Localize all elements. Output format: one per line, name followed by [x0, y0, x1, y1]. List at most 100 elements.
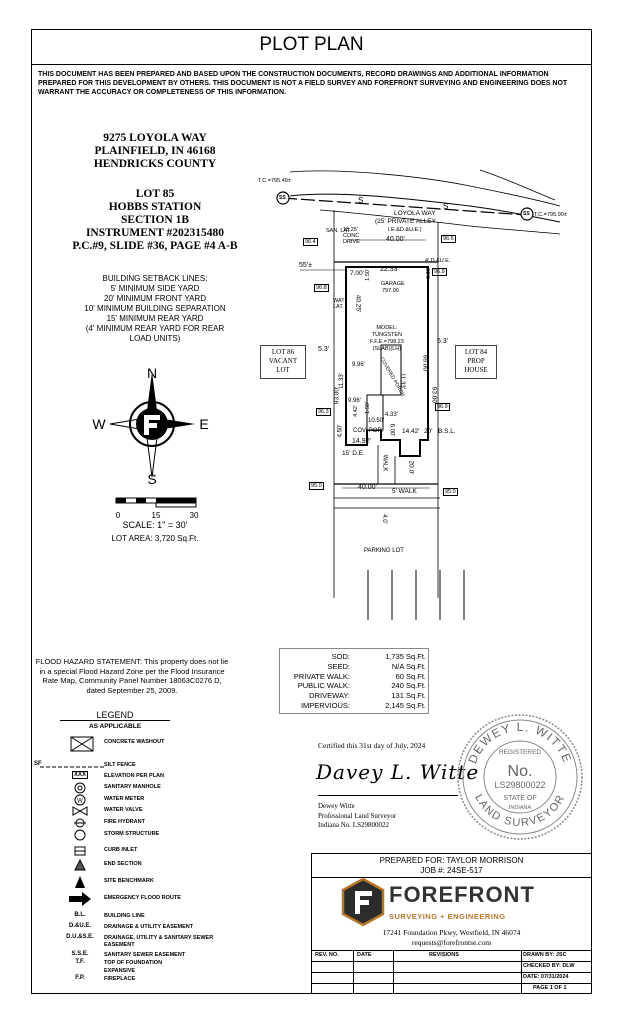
address-line: PLAINFIELD, IN 46168 [94, 145, 216, 157]
legend-label: FIREPLACE [104, 976, 136, 982]
scale-bar: 0 15 30 [115, 497, 199, 520]
lot-box-line: LOT 84 [464, 348, 488, 356]
area-value: 240 Sq.Ft. [391, 681, 426, 691]
covered-porch-outline [380, 344, 402, 396]
prepared-for: PREPARED FOR: TAYLOR MORRISON [379, 856, 524, 865]
compass-logo-icon [144, 415, 160, 435]
elevation-label: 95.0 [309, 482, 324, 490]
revision-table-top [311, 950, 592, 951]
legend-label: DRAINAGE & UTILITY EASEMENT [104, 924, 194, 930]
legend-label: STORM STRUCTURE [104, 831, 160, 837]
seal-registered: REGISTERED [499, 749, 542, 756]
prepared-for-block: PREPARED FOR: TAYLOR MORRISON JOB #: 24S… [311, 856, 592, 876]
company-tagline: SURVEYING + ENGINEERING [389, 912, 506, 921]
silt-fence-line-icon [40, 766, 104, 768]
dimension-label: 14.42' [402, 428, 420, 435]
dimension-label: 93.00' [430, 386, 438, 405]
legend-label: DRAINAGE, UTILITY & SANITARY SEWER EASEM… [104, 935, 214, 948]
storm-structure-icon [74, 829, 86, 841]
emergency-flood-route-icon [69, 892, 91, 906]
garage-elevation: 797.90 [382, 288, 399, 294]
dimension-label: 40.25' [354, 294, 362, 313]
dimension-label: 55'± [299, 262, 312, 269]
revision-table-line [311, 972, 592, 973]
concrete-washout-icon [70, 736, 94, 752]
elevation-label: 96.6 [441, 235, 456, 243]
scale-segment [136, 498, 146, 503]
job-number: JOB #: 24SE-517 [420, 866, 483, 875]
water-meter-icon: W [74, 794, 86, 806]
scale-tick: 30 [190, 511, 199, 520]
tc-left-label: T.C.=795.49± [258, 178, 291, 184]
legend-label: EMERGENCY FLOOD ROUTE [104, 895, 181, 901]
end-section-icon [74, 859, 86, 871]
area-value: 60 Sq.Ft. [395, 671, 426, 681]
legend-item: S.S.E. SANITARY SEWER EASEMENT [60, 949, 240, 963]
alley-easement-label: I.E.&D.&U.E.) [388, 227, 422, 233]
dimension-label: 4.50' [337, 424, 344, 438]
surveyor-name: Dewey Witte [318, 802, 355, 810]
elevation-symbol-icon: XXX [60, 771, 100, 779]
area-row: PRIVATE WALK: 60 Sq.Ft. [280, 672, 428, 682]
legend-item: XXX ELEVATION PER PLAN [60, 770, 240, 784]
area-label: DRIVEWAY: [309, 691, 350, 701]
setback-line: (4' MINIMUM REAR YARD FOR REAR [85, 324, 225, 333]
lot-line: INSTRUMENT #202315480 [85, 227, 225, 239]
date-header: DATE [357, 952, 372, 958]
area-row: SEED:N/A Sq.Ft. [280, 662, 428, 672]
scale-segment [116, 498, 126, 503]
legend-item: STORM STRUCTURE [60, 828, 240, 842]
setback-line: 10' MINIMUM BUILDING SEPARATION [84, 304, 226, 313]
area-summary-table: SOD:1,735 Sq.Ft. SEED:N/A Sq.Ft. PRIVATE… [279, 648, 429, 714]
company-address: 17241 Foundation Pkwy, Westfield, IN 460… [382, 928, 521, 937]
curb-inlet-icon [74, 846, 86, 856]
lot-box-line: VACANT [268, 357, 298, 365]
sanitary-sewer-line [282, 197, 528, 216]
legend-label: SILT FENCE [104, 762, 136, 768]
revision-table-col [521, 950, 522, 994]
dimension-label: 40.00' [386, 236, 405, 243]
legend-label: WATER VALVE [104, 807, 143, 813]
setback-line: BUILDING SETBACK LINES: [102, 274, 208, 283]
area-row: SOD:1,735 Sq.Ft. [280, 652, 428, 662]
house-model-label: MODEL: TUNGSTEN F.F.E.=798.23 (SLAB)(LH) [370, 325, 404, 353]
surveyor-role: Professional Land Surveyor [318, 811, 397, 820]
legend-item: EMERGENCY FLOOD ROUTE [60, 892, 240, 906]
seal-number: LS29800022 [494, 780, 545, 790]
dimension-label: 1.50' [364, 269, 371, 281]
area-row: PUBLIC WALK:240 Sq.Ft. [280, 681, 428, 691]
porch-step-outline [366, 394, 384, 431]
area-value: 1,735 Sq.Ft. [385, 652, 426, 661]
dimension-label: 22.33' [380, 266, 399, 273]
legend-subtitle: AS APPLICABLE [88, 723, 142, 730]
signature-line [318, 795, 458, 796]
legend-abbreviation: F.P. [75, 975, 85, 981]
seal-inner-ring [483, 740, 557, 814]
lot-box-line: LOT [276, 366, 290, 374]
dimension-label: 7.00' [350, 270, 364, 277]
sanitary-marker: S [358, 196, 364, 205]
revision-row: DATE: 07/31/2024 [311, 973, 592, 983]
page-number: PAGE 1 OF 1 [533, 985, 567, 991]
company-name: FOREFRONT [389, 882, 535, 907]
legend-item: SITE BENCHMARK [60, 875, 240, 889]
lot-line: LOT 85 [135, 188, 175, 200]
street-curb-line [319, 209, 561, 235]
legend-label: BUILDING LINE [104, 913, 145, 919]
surveyor-seal: DEWEY L. WITTE LAND SURVEYOR REGISTERED … [457, 714, 583, 840]
flood-hazard-statement: FLOOD HAZARD STATEMENT: This property do… [35, 657, 229, 695]
elevation-symbol: XXX [71, 771, 88, 779]
legend-label: SITE BENCHMARK [104, 878, 154, 884]
setback-line: 15' MINIMUM REAR YARD [106, 314, 204, 323]
legend-label: CURB INLET [104, 847, 138, 853]
model-line: MODEL: [376, 325, 398, 331]
area-label: PRIVATE WALK: [293, 671, 350, 681]
area-row: IMPERVIOUS:2,145 Sq.Ft. [280, 701, 428, 711]
dimension-label: 4.0' [380, 514, 387, 524]
title-block [311, 853, 592, 994]
legend-item: END SECTION [60, 858, 240, 872]
title-block-divider [311, 877, 592, 878]
legend-item: D.U.&S.E. DRAINAGE, UTILITY & SANITARY S… [60, 932, 240, 950]
company-email: requests@forefrontse.com [411, 938, 492, 947]
drawing-date: DATE: 07/31/2024 [523, 974, 569, 980]
